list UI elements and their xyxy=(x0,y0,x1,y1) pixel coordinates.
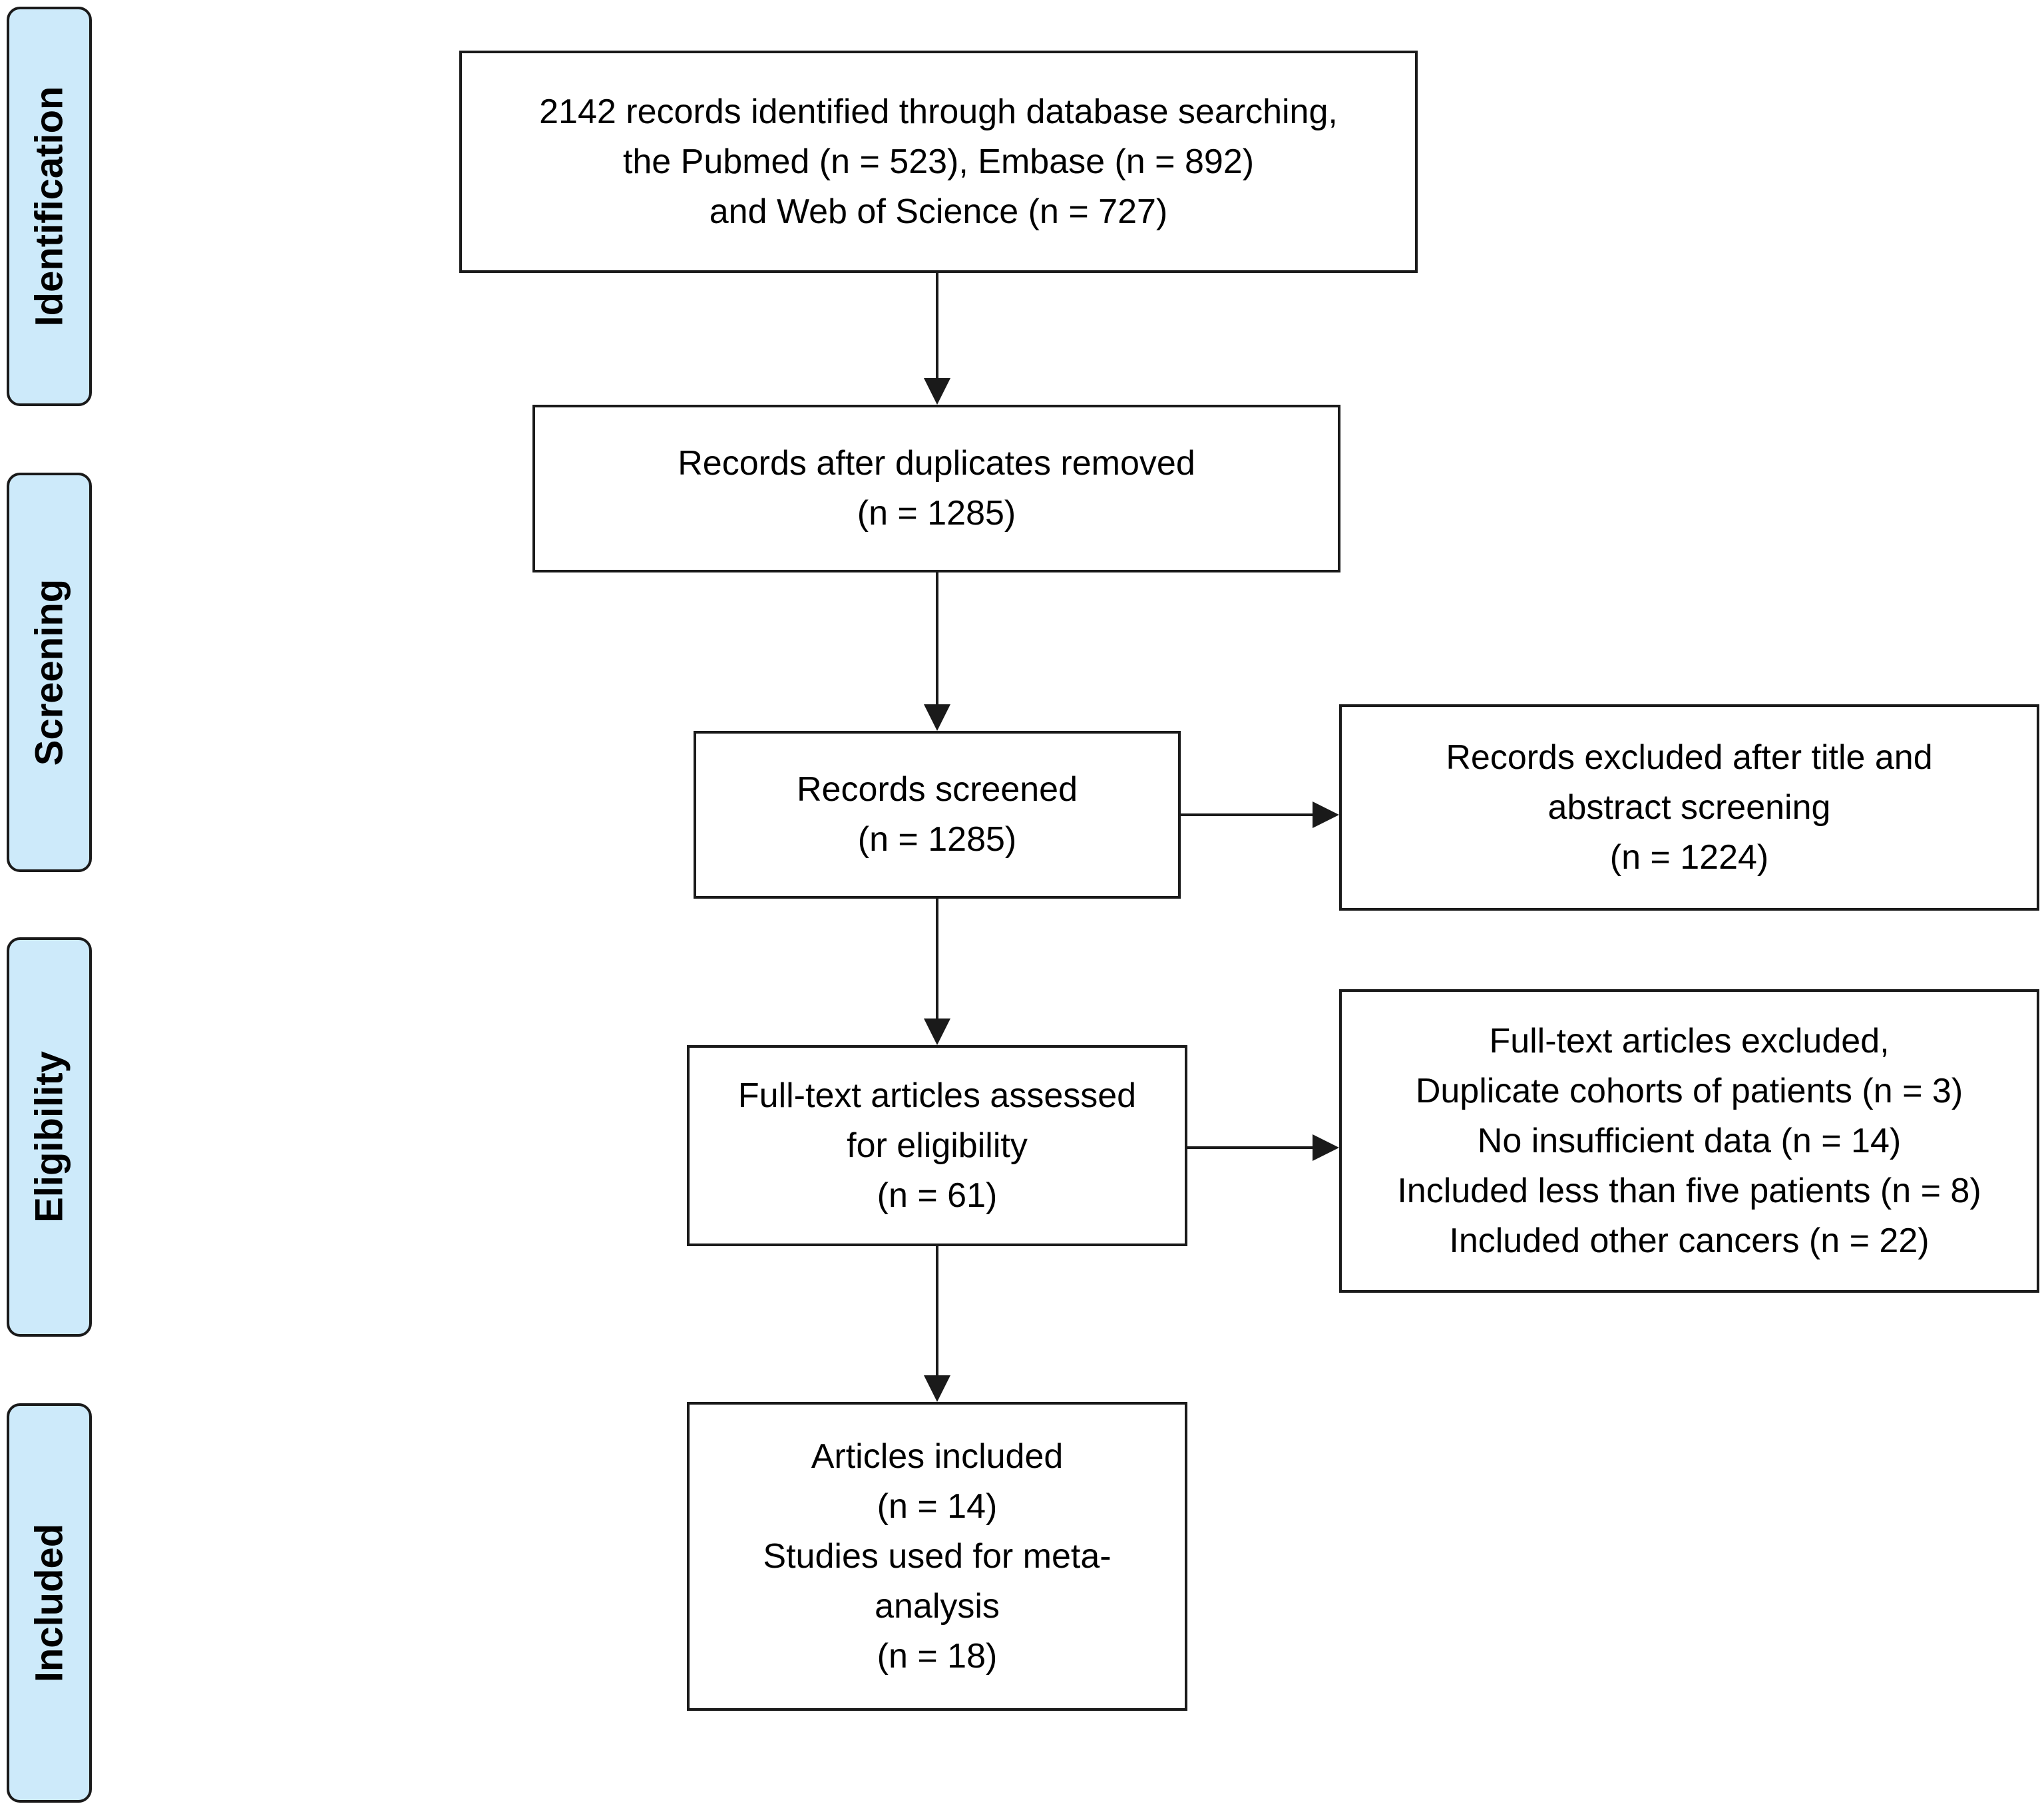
records-screened-line-1: Records screened xyxy=(797,770,1078,809)
fulltext-excluded-line-4: Included less than five patients (n = 8) xyxy=(1397,1171,1981,1210)
fulltext-excluded-line-1: Full-text articles excluded, xyxy=(1489,1021,1890,1060)
fulltext-excluded-box: Full-text articles excluded, Duplicate c… xyxy=(1339,989,2039,1293)
records-excluded-line-1: Records excluded after title and xyxy=(1446,738,1933,777)
records-identified-box: 2142 records identified through database… xyxy=(459,51,1418,273)
fulltext-excluded-line-2: Duplicate cohorts of patients (n = 3) xyxy=(1415,1071,1963,1110)
articles-included-line-3: Studies used for meta- xyxy=(763,1536,1112,1576)
stage-screening: Screening xyxy=(7,473,92,872)
fulltext-assessed-line-2: for eligibility xyxy=(847,1126,1028,1165)
fulltext-assessed-line-1: Full-text articles assessed xyxy=(737,1076,1137,1115)
fulltext-assessed-box: Full-text articles assessed for eligibil… xyxy=(687,1045,1187,1246)
articles-included-line-1: Articles included xyxy=(811,1437,1064,1476)
records-excluded-line-2: abstract screening xyxy=(1547,788,1831,827)
records-identified-line-2: the Pubmed (n = 523), Embase (n = 892) xyxy=(622,142,1255,181)
fulltext-excluded-line-5: Included other cancers (n = 22) xyxy=(1449,1221,1930,1260)
records-screened-box: Records screened (n = 1285) xyxy=(694,731,1181,899)
articles-included-box: Articles included (n = 14) Studies used … xyxy=(687,1402,1187,1711)
duplicates-removed-line-2: (n = 1285) xyxy=(857,494,1016,533)
duplicates-removed-line-1: Records after duplicates removed xyxy=(678,444,1195,483)
stage-identification: Identification xyxy=(7,7,92,406)
fulltext-assessed-line-3: (n = 61) xyxy=(877,1176,998,1215)
articles-included-line-2: (n = 14) xyxy=(877,1486,998,1526)
stage-included: Included xyxy=(7,1403,92,1803)
articles-included-line-4: analysis xyxy=(875,1586,1000,1626)
fulltext-excluded-line-3: No insufficient data (n = 14) xyxy=(1477,1121,1902,1160)
records-identified-line-1: 2142 records identified through database… xyxy=(539,92,1338,131)
articles-included-line-5: (n = 18) xyxy=(877,1636,998,1676)
records-screened-line-2: (n = 1285) xyxy=(857,820,1017,859)
duplicates-removed-box: Records after duplicates removed (n = 12… xyxy=(532,405,1340,572)
records-identified-line-3: and Web of Science (n = 727) xyxy=(709,192,1168,231)
stage-eligibility: Eligibility xyxy=(7,937,92,1337)
records-excluded-box: Records excluded after title and abstrac… xyxy=(1339,704,2039,911)
records-excluded-line-3: (n = 1224) xyxy=(1609,837,1769,877)
